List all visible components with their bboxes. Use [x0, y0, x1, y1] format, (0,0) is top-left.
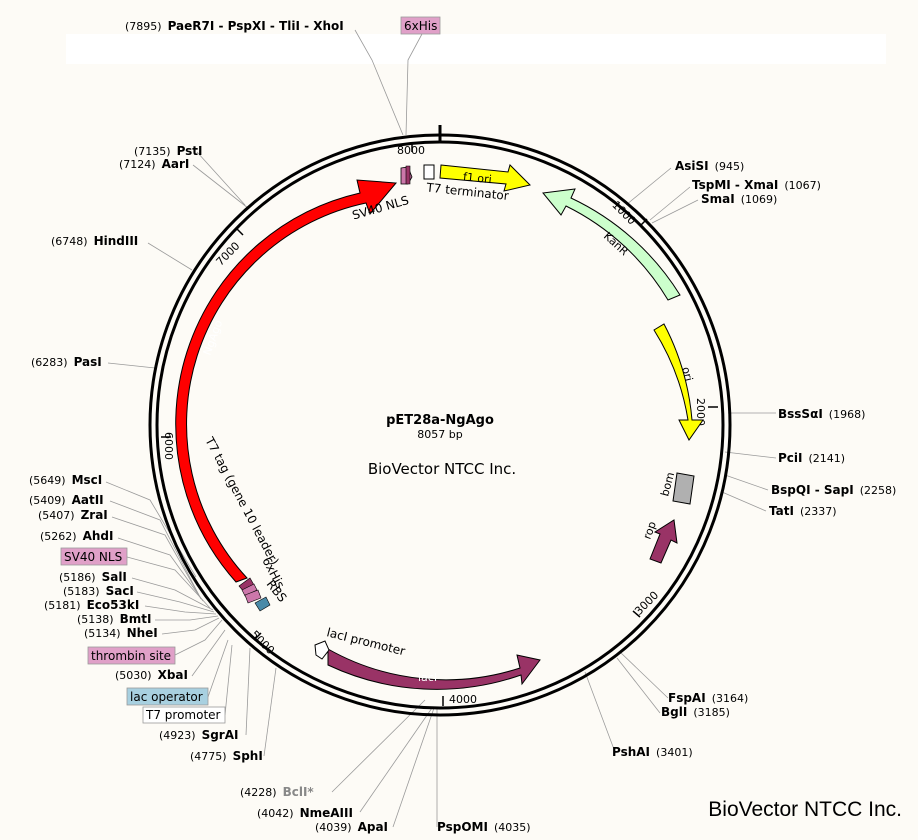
- rbs-feature: [254, 596, 271, 612]
- site-label: PspOMI(4035): [437, 820, 531, 834]
- his6-top-feature: [405, 165, 411, 185]
- site-label: (4042)NmeAIII: [257, 806, 353, 820]
- laci-label: lacI: [418, 671, 437, 684]
- site-label: (6283)PasI: [31, 355, 102, 369]
- laci-promoter-label: lacI promoter: [325, 625, 406, 658]
- site-label: (5138)BmtI: [77, 612, 151, 626]
- site-label: (7124)AarI: [119, 157, 189, 171]
- site-label: AsiSI(945): [675, 159, 744, 173]
- f1-ori-label: f1 ori: [462, 170, 492, 186]
- boxed-labels: 6xHis SV40 NLS thrombin site lac operato…: [60, 16, 441, 724]
- site-label: (5030)XbaI: [115, 668, 188, 682]
- lac-operator-box: [126, 687, 209, 706]
- ori-label: ori: [679, 366, 695, 383]
- ori-feature: [653, 323, 704, 441]
- tick-label-4000: 4000: [449, 693, 477, 706]
- laci-promoter-feature: [314, 640, 330, 660]
- plasmid-length: 8057 bp: [417, 428, 462, 441]
- site-label: (5183)SacI: [63, 584, 134, 598]
- site-label: (7135)PstI: [134, 144, 203, 158]
- site-label: (5134)NheI: [84, 626, 158, 640]
- bom-label: bom: [658, 471, 677, 498]
- corner-company-name: BioVector NTCC Inc.: [708, 798, 902, 821]
- plasmid-name: pET28a-NgAgo: [386, 413, 494, 428]
- t7-terminator-label: T7 terminator: [425, 180, 510, 203]
- sv40-nls-box-label: SV40 NLS: [64, 550, 122, 564]
- thrombin-feature: [244, 589, 262, 604]
- t7-promoter-box-label: T7 promoter: [145, 708, 221, 722]
- site-label: (5181)Eco53kI: [44, 598, 139, 612]
- site-label: (4228)BclI*: [240, 785, 314, 799]
- tick-label-6000: 6000: [162, 432, 175, 460]
- rop-label: rop: [641, 520, 659, 541]
- thrombin-site-box-label: thrombin site: [91, 649, 171, 663]
- site-label: (5186)SalI: [59, 570, 127, 584]
- site-label: (5409)AatII: [29, 493, 104, 507]
- tick-marks: [161, 142, 718, 706]
- site-label: (5407)ZraI: [38, 508, 108, 522]
- site-label: BglI(3185): [661, 705, 730, 719]
- his6-box: [400, 16, 441, 35]
- site-label: (4923)SgrAI: [159, 728, 238, 742]
- site-label: (4039)ApaI: [315, 820, 388, 834]
- bom-feature: [672, 472, 695, 505]
- center-company-name: BioVector NTCC Inc.: [368, 460, 516, 478]
- t7-promoter-box: [142, 706, 226, 724]
- features: NgAgo f1 ori KanR ori bom rop lacI: [175, 164, 704, 690]
- lac-operator-box-label: lac operator: [130, 690, 203, 704]
- top-white-strip: [66, 34, 886, 64]
- site-label: (5649)MscI: [29, 473, 102, 487]
- his6-lower-feature: [241, 583, 258, 597]
- site-labels: (7895)PaeR7I - PspXI - TliI - XhoI (7135…: [29, 19, 896, 834]
- f1-ori-feature: [439, 164, 531, 192]
- site-label: (5262)AhdI: [40, 529, 113, 543]
- site-label: (7895)PaeR7I - PspXI - TliI - XhoI: [125, 19, 344, 33]
- site-label: TspMI - XmaI(1067): [692, 178, 821, 192]
- site-label: PciI(2141): [778, 451, 845, 465]
- site-label: BssSαI(1968): [778, 407, 865, 421]
- thrombin-site-box: [87, 646, 176, 665]
- site-label: (4775)SphI: [190, 749, 263, 763]
- his6-box-label: 6xHis: [404, 19, 437, 33]
- site-label: BspQI - SapI(2258): [771, 483, 896, 497]
- sv40-nls-box: [60, 547, 128, 566]
- site-label: TatI(2337): [769, 504, 837, 518]
- tick-label-2000: 2000: [694, 398, 707, 426]
- site-label: SmaI(1069): [701, 192, 777, 206]
- site-label: FspAI(3164): [668, 691, 748, 705]
- kanr-feature: [542, 188, 681, 301]
- t7-terminator-feature: [423, 164, 435, 180]
- site-label: (6748)HindIII: [51, 234, 138, 248]
- laci-feature: [327, 648, 541, 690]
- rop-feature: [649, 519, 678, 564]
- tick-label-8000: 8000: [397, 144, 425, 157]
- site-label: PshAI(3401): [612, 745, 693, 759]
- tick-label-3000: 3000: [632, 589, 661, 618]
- leader-lines: [105, 29, 777, 828]
- ngago-feature: [175, 179, 398, 583]
